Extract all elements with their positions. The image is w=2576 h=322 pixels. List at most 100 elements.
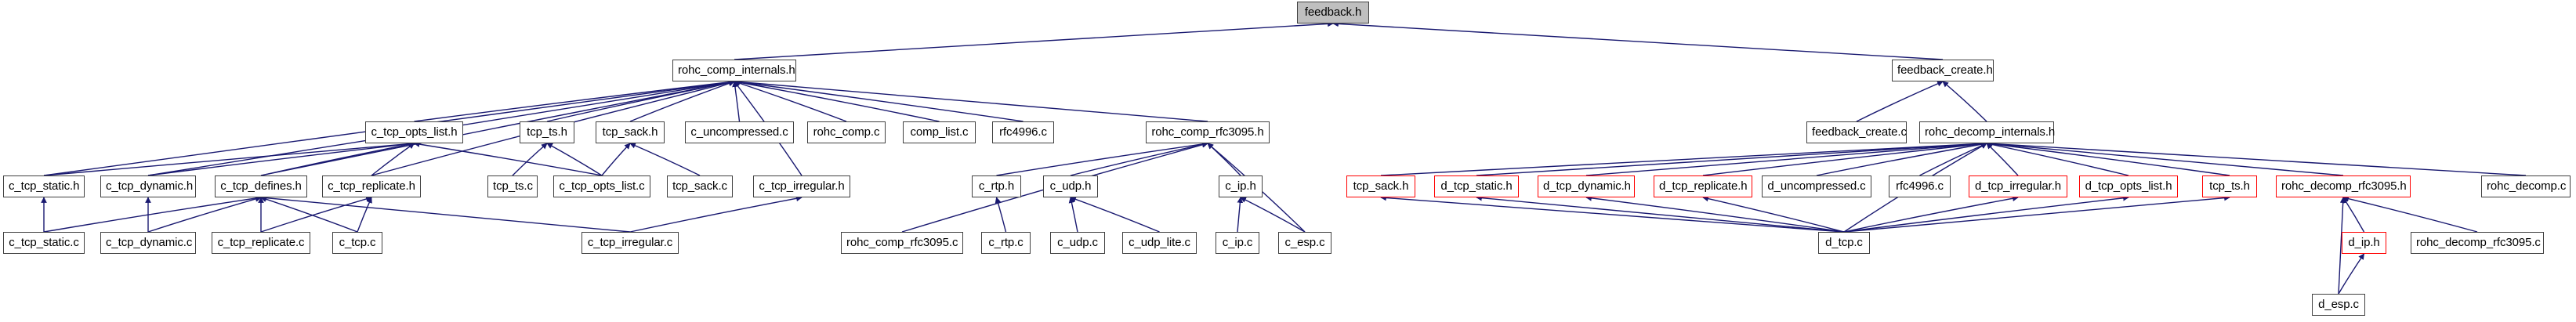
graph-edge	[413, 141, 603, 176]
graph-edge	[1237, 197, 1244, 233]
graph-edge	[546, 79, 735, 122]
graph-node-c-tcp-irregular-h[interactable]: c_tcp_irregular.h	[753, 175, 850, 197]
graph-edge	[1380, 194, 1845, 233]
graph-node-c-udp-c[interactable]: c_udp.c	[1050, 232, 1105, 254]
graph-edge	[1843, 195, 2019, 233]
graph-node-rohc-decomp-internals-h[interactable]: rohc_decomp_internals.h	[1919, 121, 2055, 143]
graph-edge	[734, 79, 940, 122]
graph-node-d-uncompressed-c[interactable]: d_uncompressed.c	[1762, 175, 1871, 197]
graph-node-c-tcp-replicate-h[interactable]: c_tcp_replicate.h	[322, 175, 421, 197]
graph-edge	[1702, 140, 1987, 176]
graph-node-c-tcp-static-h[interactable]: c_tcp_static.h	[3, 175, 85, 197]
graph-node-d-tcp-opts-list-h[interactable]: d_tcp_opts_list.h	[2079, 175, 2178, 197]
graph-node-d-tcp-irregular-h[interactable]: d_tcp_irregular.h	[1969, 175, 2067, 197]
graph-edge	[1986, 140, 2344, 176]
graph-node-d-tcp-static-h[interactable]: d_tcp_static.h	[1434, 175, 1519, 197]
graph-node-rohc-comp-rfc3095-c[interactable]: rohc_comp_rfc3095.c	[841, 232, 963, 254]
graph-edge	[1843, 194, 2129, 233]
graph-node-d-ip-h[interactable]: d_ip.h	[2342, 232, 2386, 254]
graph-node-c-tcp-replicate-c[interactable]: c_tcp_replicate.c	[212, 232, 310, 254]
graph-node-c-udp-h[interactable]: c_udp.h	[1043, 175, 1098, 197]
graph-edge	[1986, 140, 2527, 176]
graph-node-c-tcp-defines-h[interactable]: c_tcp_defines.h	[215, 175, 307, 197]
graph-node-c-tcp-opts-list-c[interactable]: c_tcp_opts_list.c	[553, 175, 650, 197]
graph-edge	[1476, 194, 1845, 233]
graph-edge	[629, 143, 701, 176]
graph-edge	[147, 196, 262, 233]
graph-node-rohc-decomp-c[interactable]: rohc_decomp.c	[2481, 175, 2571, 197]
graph-node-rohc-comp-internals-h[interactable]: rohc_comp_internals.h	[672, 60, 796, 81]
graph-edge	[371, 143, 415, 176]
graph-edge	[1702, 195, 1845, 233]
graph-node-tcp-sack-h-d[interactable]: tcp_sack.h	[1346, 175, 1415, 197]
graph-node-c-tcp-irregular-c[interactable]: c_tcp_irregular.c	[582, 232, 679, 254]
graph-node-c-tcp-dynamic-h[interactable]: c_tcp_dynamic.h	[100, 175, 196, 197]
graph-edge	[1332, 20, 1944, 60]
graph-node-rohc-decomp-rfc3095-c[interactable]: rohc_decomp_rfc3095.c	[2411, 232, 2544, 254]
graph-node-c-udp-lite-c[interactable]: c_udp_lite.c	[1122, 232, 1197, 254]
graph-edge	[1070, 196, 1160, 233]
graph-node-tcp-ts-h-d[interactable]: tcp_ts.h	[2202, 175, 2257, 197]
graph-edge	[1068, 197, 1078, 233]
graph-edge	[260, 194, 631, 233]
graph-node-c-rtp-c[interactable]: c_rtp.c	[981, 232, 1031, 254]
graph-node-rfc4996-c-d[interactable]: rfc4996.c	[1889, 175, 1951, 197]
graph-edge	[546, 143, 603, 176]
graph-edge	[1240, 197, 1306, 233]
graph-node-comp-list-c[interactable]: comp_list.c	[903, 121, 976, 143]
graph-node-d-tcp-c[interactable]: d_tcp.c	[1818, 232, 1870, 254]
graph-edge	[2338, 253, 2365, 295]
graph-edge	[512, 143, 548, 176]
graph-edge	[260, 196, 358, 233]
graph-node-c-ip-h[interactable]: c_ip.h	[1219, 175, 1263, 197]
graph-node-c-esp-c[interactable]: c_esp.c	[1278, 232, 1331, 254]
graph-node-d-tcp-replicate-h[interactable]: d_tcp_replicate.h	[1654, 175, 1752, 197]
graph-node-c-tcp-static-c[interactable]: c_tcp_static.c	[3, 232, 85, 254]
graph-edge	[260, 196, 372, 233]
graph-edge	[1843, 194, 2230, 233]
graph-node-d-tcp-dynamic-h[interactable]: d_tcp_dynamic.h	[1538, 175, 1635, 197]
graph-edge	[2342, 195, 2478, 233]
graph-node-c-rtp-h[interactable]: c_rtp.h	[972, 175, 1021, 197]
graph-node-rohc-comp-c[interactable]: rohc_comp.c	[807, 121, 886, 143]
graph-node-tcp-ts-h[interactable]: tcp_ts.h	[520, 121, 574, 143]
graph-node-c-tcp-c[interactable]: c_tcp.c	[332, 232, 382, 254]
graph-edge	[357, 197, 372, 233]
graph-edge	[734, 80, 847, 122]
graph-edge	[995, 197, 1007, 233]
graph-node-c-ip-c[interactable]: c_ip.c	[1216, 232, 1259, 254]
graph-edge	[2342, 197, 2365, 233]
graph-node-c-tcp-dynamic-c[interactable]: c_tcp_dynamic.c	[100, 232, 196, 254]
graph-edge	[1856, 81, 1944, 122]
graph-edge	[43, 195, 262, 233]
graph-node-feedback-h[interactable]: feedback.h	[1297, 2, 1369, 24]
graph-edge	[734, 79, 1024, 122]
graph-node-tcp-sack-c[interactable]: tcp_sack.c	[667, 175, 733, 197]
graph-edge	[629, 195, 803, 233]
graph-node-c-tcp-opts-list-h[interactable]: c_tcp_opts_list.h	[365, 121, 463, 143]
graph-edge	[1585, 140, 1987, 176]
graph-edge	[1070, 141, 1208, 176]
graph-node-feedback-create-h[interactable]: feedback_create.h	[1892, 60, 1994, 81]
graph-node-feedback-create-c[interactable]: feedback_create.c	[1806, 121, 1907, 143]
graph-node-rfc4996-c[interactable]: rfc4996.c	[992, 121, 1054, 143]
graph-node-c-uncompressed-c[interactable]: c_uncompressed.c	[685, 121, 794, 143]
graph-edge	[601, 143, 631, 176]
graph-edge	[1986, 141, 2230, 176]
graph-edge	[43, 140, 415, 176]
graph-edge	[1585, 195, 1845, 233]
graph-edge	[1942, 81, 1987, 122]
graph-node-rohc-decomp-rfc3095-h[interactable]: rohc_decomp_rfc3095.h	[2276, 175, 2411, 197]
graph-edge	[414, 78, 735, 122]
graph-edge	[1986, 143, 2019, 176]
graph-edge	[629, 80, 735, 122]
graph-edge	[734, 20, 1334, 60]
graph-node-rohc-comp-rfc3095-h[interactable]: rohc_comp_rfc3095.h	[1146, 121, 1270, 143]
graph-edge	[1986, 141, 2129, 176]
graph-node-tcp-ts-c[interactable]: tcp_ts.c	[487, 175, 538, 197]
graph-edge	[1207, 143, 1241, 176]
graph-node-d-esp-c[interactable]: d_esp.c	[2312, 294, 2365, 316]
graph-node-tcp-sack-h[interactable]: tcp_sack.h	[596, 121, 665, 143]
